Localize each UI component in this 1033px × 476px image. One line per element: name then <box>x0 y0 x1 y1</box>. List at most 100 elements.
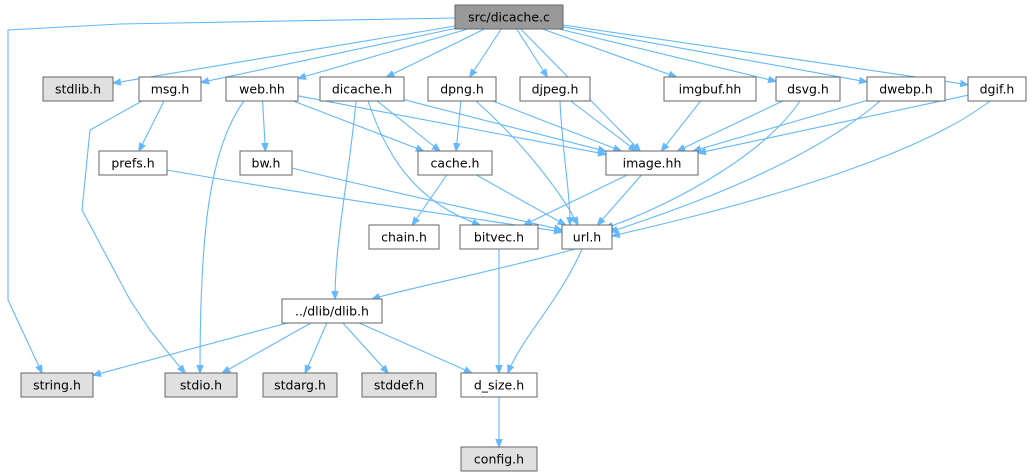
edge-dgif-h-to-url-h <box>612 100 991 236</box>
node-bitvec-h[interactable]: bitvec.h <box>459 224 539 250</box>
edge-bw-h-to-url-h <box>291 167 562 230</box>
edge-dpng-h-to-cache-h <box>456 100 462 151</box>
node-label: msg.h <box>151 82 190 97</box>
edge-msg-h-to-prefs-h <box>139 100 165 151</box>
node-box <box>319 76 405 102</box>
node-dsvg-h[interactable]: dsvg.h <box>775 76 841 102</box>
node-box <box>225 76 299 102</box>
node-string-h: string.h <box>20 372 94 398</box>
node-label: dwebp.h <box>879 82 933 97</box>
node-label: web.hh <box>239 82 285 97</box>
node-label: string.h <box>33 378 81 393</box>
edge-dsvg-h-to-image-hh <box>677 100 783 151</box>
node-label: image.hh <box>623 156 682 171</box>
node-label: stdlib.h <box>55 82 101 97</box>
node-label: djpeg.h <box>532 82 579 97</box>
node-label: config.h <box>474 452 524 467</box>
node-bw-h[interactable]: bw.h <box>239 150 293 176</box>
node-djpeg-h[interactable]: djpeg.h <box>519 76 591 102</box>
node-label: bitvec.h <box>474 230 524 245</box>
node-stdio-h: stdio.h <box>164 372 238 398</box>
node-dgif-h[interactable]: dgif.h <box>967 76 1027 102</box>
node-chain-h[interactable]: chain.h <box>368 224 440 250</box>
edge-djpeg-h-to-image-hh <box>570 100 637 151</box>
edge-web-hh-to-image-hh <box>297 95 606 155</box>
node-box <box>262 372 338 398</box>
node-box <box>663 76 757 102</box>
node-box <box>368 224 440 250</box>
node-dlib-h[interactable]: ../dlib/dlib.h <box>281 298 383 324</box>
node-msg-h[interactable]: msg.h <box>138 76 202 102</box>
node-web-hh[interactable]: web.hh <box>225 76 299 102</box>
node-box <box>281 298 383 324</box>
edge-root-to-stdlib-h <box>113 25 456 83</box>
node-label: dgif.h <box>980 82 1015 97</box>
edge-dwebp-h-to-image-hh <box>693 99 868 151</box>
file-nodes: src/dicache.c stdlib.h msg.h web.hh dicache.… <box>20 4 1027 472</box>
edge-dicache-h-to-dlib-h <box>335 100 357 299</box>
edge-prefs-h-to-url-h <box>166 169 562 232</box>
node-dpng-h[interactable]: dpng.h <box>427 76 497 102</box>
edge-dlib-h-to-string-h <box>93 322 288 375</box>
node-d-size-h[interactable]: d_size.h <box>460 372 538 398</box>
edge-url-h-to-dlib-h <box>372 248 576 299</box>
node-label: cache.h <box>431 156 480 171</box>
node-prefs-h[interactable]: prefs.h <box>98 150 168 176</box>
edge-image-hh-to-url-h <box>598 174 642 225</box>
edge-root-to-djpeg-h <box>516 28 548 77</box>
edge-root-to-string-h <box>7 17 456 373</box>
node-label: dsvg.h <box>787 82 829 97</box>
node-label: src/dicache.c <box>468 10 550 25</box>
edge-cache-h-to-url-h <box>476 174 565 225</box>
node-box <box>361 372 437 398</box>
edge-cache-h-to-chain-h <box>412 174 448 225</box>
node-root: src/dicache.c <box>454 4 564 30</box>
edge-web-hh-to-cache-h <box>293 100 423 151</box>
node-stdarg-h: stdarg.h <box>262 372 338 398</box>
node-box <box>605 150 699 176</box>
edge-dlib-h-to-d-size-h <box>358 322 472 373</box>
node-box <box>164 372 238 398</box>
edge-root-to-msg-h <box>201 27 456 83</box>
node-dwebp-h[interactable]: dwebp.h <box>866 76 946 102</box>
node-label: stdio.h <box>180 378 222 393</box>
edge-image-hh-to-bitvec-h <box>524 174 628 225</box>
edge-djpeg-h-to-url-h <box>559 100 570 225</box>
node-imgbuf-hh[interactable]: imgbuf.hh <box>663 76 757 102</box>
edge-dlib-h-to-stddef-h <box>342 322 388 373</box>
node-box <box>775 76 841 102</box>
node-label: d_size.h <box>474 378 524 393</box>
node-box <box>138 76 202 102</box>
node-label: stddef.h <box>374 378 424 393</box>
node-box <box>239 150 293 176</box>
dependency-edges <box>7 17 991 447</box>
edge-root-to-dicache-h <box>387 28 485 77</box>
node-box <box>561 224 613 250</box>
node-box <box>98 150 168 176</box>
node-box <box>454 4 564 30</box>
node-box <box>417 150 493 176</box>
node-image-hh[interactable]: image.hh <box>605 150 699 176</box>
node-box <box>427 76 497 102</box>
node-label: ../dlib/dlib.h <box>295 304 369 319</box>
node-url-h[interactable]: url.h <box>561 224 613 250</box>
edge-dlib-h-to-stdarg-h <box>305 322 328 373</box>
node-cache-h[interactable]: cache.h <box>417 150 493 176</box>
node-label: dpng.h <box>440 82 484 97</box>
edge-dwebp-h-to-url-h <box>610 100 881 232</box>
edge-web-hh-to-stdio-h <box>200 100 245 373</box>
edge-root-to-dpng-h <box>470 28 502 77</box>
edge-dicache-h-to-image-hh <box>403 99 606 152</box>
edge-msg-h-to-stdio-h <box>81 100 185 373</box>
node-stddef-h: stddef.h <box>361 372 437 398</box>
edge-imgbuf-hh-to-image-hh <box>661 100 702 151</box>
node-label: dicache.h <box>332 82 392 97</box>
edge-dpng-h-to-url-h <box>475 100 578 225</box>
node-dicache-h[interactable]: dicache.h <box>319 76 405 102</box>
node-box <box>866 76 946 102</box>
edge-root-to-imgbuf-hh <box>542 28 677 77</box>
edge-root-to-dwebp-h <box>562 26 867 82</box>
edge-web-hh-to-bw-h <box>263 100 266 151</box>
node-label: chain.h <box>381 230 427 245</box>
